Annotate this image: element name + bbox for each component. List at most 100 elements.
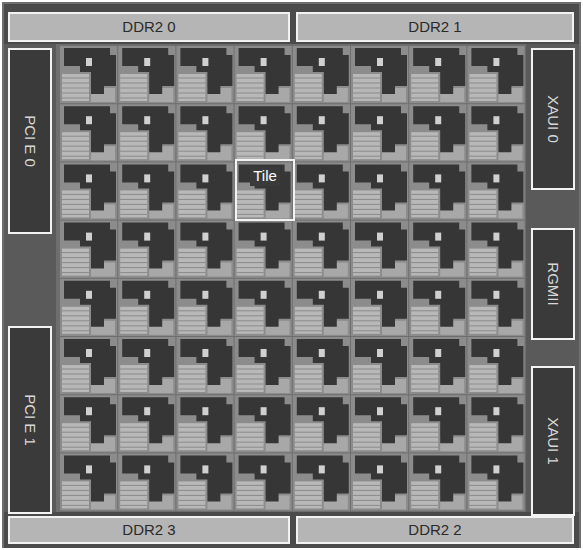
tile-logic <box>64 339 116 385</box>
tile-logic <box>122 281 174 327</box>
tile-stripe <box>178 146 205 147</box>
tile-ground <box>176 221 233 278</box>
tile-stripe <box>469 83 496 84</box>
tile-stripe <box>353 252 380 253</box>
tile-memory <box>469 190 496 217</box>
tile-logic <box>239 455 291 501</box>
tile-logic <box>413 48 465 94</box>
tile-stripe <box>237 432 264 433</box>
tile-cell <box>176 221 233 278</box>
tile-stripe <box>295 214 322 215</box>
tile-stripe <box>237 83 264 84</box>
block-label: DDR2 3 <box>122 522 175 539</box>
tile-stripe <box>120 495 147 496</box>
tile-logic <box>180 397 232 443</box>
tile-memory <box>178 74 205 101</box>
tile-stripe <box>469 505 496 506</box>
tile-stripe <box>178 495 205 496</box>
block-label: PCI E 0 <box>22 115 39 167</box>
tile-switch <box>86 349 92 357</box>
tile-logic <box>122 397 174 443</box>
tile-stripe <box>411 389 438 390</box>
tile-stripe <box>295 310 322 311</box>
tile-memory <box>411 132 438 159</box>
tile-switch <box>435 349 441 357</box>
tile-memory <box>353 481 380 508</box>
tile-stripe <box>237 442 264 443</box>
tile-cell <box>351 46 408 103</box>
tile-stripe <box>353 389 380 390</box>
tile-stripe <box>411 272 438 273</box>
tile-logic <box>64 48 116 94</box>
block-label: DDR2 2 <box>408 522 461 539</box>
tile-stripe <box>469 330 496 331</box>
tile-stripe <box>178 315 205 316</box>
tile-stripe <box>469 369 496 370</box>
tile-switch <box>493 349 499 357</box>
tile-cell <box>60 337 117 394</box>
tile-memory <box>237 249 264 276</box>
tile-stripe <box>295 98 322 99</box>
tile-ground <box>409 46 466 103</box>
tile-stripe <box>237 204 264 205</box>
tile-ground <box>235 162 292 219</box>
tile-stripe <box>120 432 147 433</box>
tile-stripe <box>120 93 147 94</box>
tile-stripe <box>62 146 89 147</box>
tile-stripe <box>120 427 147 428</box>
tile-cell <box>235 395 292 452</box>
tile-stripe <box>469 320 496 321</box>
tile-logic <box>180 339 232 385</box>
tile-cell <box>60 221 117 278</box>
tile-switch <box>86 465 92 473</box>
tile-stripe <box>353 485 380 486</box>
tile-logic <box>297 339 349 385</box>
tile-logic <box>471 48 523 94</box>
tile-switch <box>261 291 267 299</box>
tile-stripe <box>295 505 322 506</box>
tile-stripe <box>178 437 205 438</box>
tile-memory <box>411 74 438 101</box>
tile-stripe <box>469 151 496 152</box>
tile-switch <box>261 58 267 66</box>
tile-ground <box>60 279 117 336</box>
tile-memory <box>469 481 496 508</box>
tile-stripe <box>120 384 147 385</box>
tile-cell <box>293 395 350 452</box>
tile-memory <box>178 249 205 276</box>
tile-switch <box>86 407 92 415</box>
tile-logic <box>239 164 291 210</box>
tile-memory <box>237 481 264 508</box>
tile-switch <box>319 465 325 473</box>
tile-stripe <box>178 262 205 263</box>
tile-stripe <box>295 156 322 157</box>
tile-switch <box>493 407 499 415</box>
tile-stripe <box>237 272 264 273</box>
tile-stripe <box>178 199 205 200</box>
block-label: DDR2 1 <box>408 19 461 36</box>
tile-stripe <box>237 156 264 157</box>
tile-cell <box>409 46 466 103</box>
tile-cell <box>176 104 233 161</box>
tile-stripe <box>62 389 89 390</box>
tile-stripe <box>178 98 205 99</box>
tile-stripe <box>469 209 496 210</box>
tile-stripe <box>237 136 264 137</box>
tile-ground <box>118 337 175 394</box>
tile-memory <box>353 423 380 450</box>
tile-stripe <box>469 252 496 253</box>
tile-stripe <box>411 151 438 152</box>
tile-stripe <box>178 505 205 506</box>
tile-stripe <box>178 485 205 486</box>
tile-memory <box>353 307 380 334</box>
tile-ground <box>409 221 466 278</box>
tile-stripe <box>469 267 496 268</box>
tile-cell <box>293 46 350 103</box>
tile-stripe <box>120 252 147 253</box>
tile-ground <box>176 162 233 219</box>
tile-memory <box>411 481 438 508</box>
tile-stripe <box>353 437 380 438</box>
tile-stripe <box>237 267 264 268</box>
tile-stripe <box>62 272 89 273</box>
